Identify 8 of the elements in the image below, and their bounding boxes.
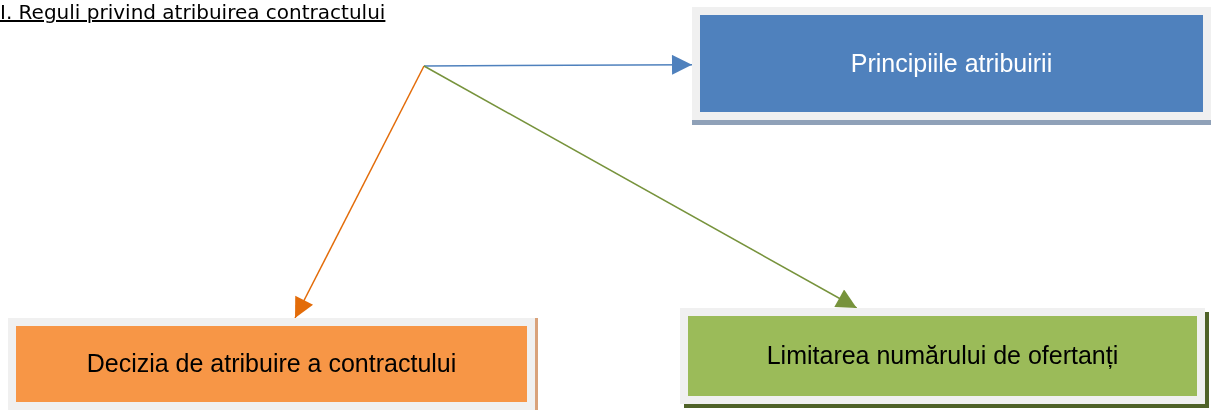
- box-label: Principiile atribuirii: [850, 47, 1053, 79]
- process-box: [8, 318, 535, 410]
- heading: I. Reguli privind atribuirea contractului: [0, 0, 386, 24]
- box-label: Limitarea numărului de ofertanți: [766, 340, 1119, 372]
- box-label: Decizia de atribuire a contractului: [86, 348, 457, 380]
- arrow: [294, 65, 425, 319]
- arrow: [423, 65, 858, 309]
- arrow: [423, 54, 693, 75]
